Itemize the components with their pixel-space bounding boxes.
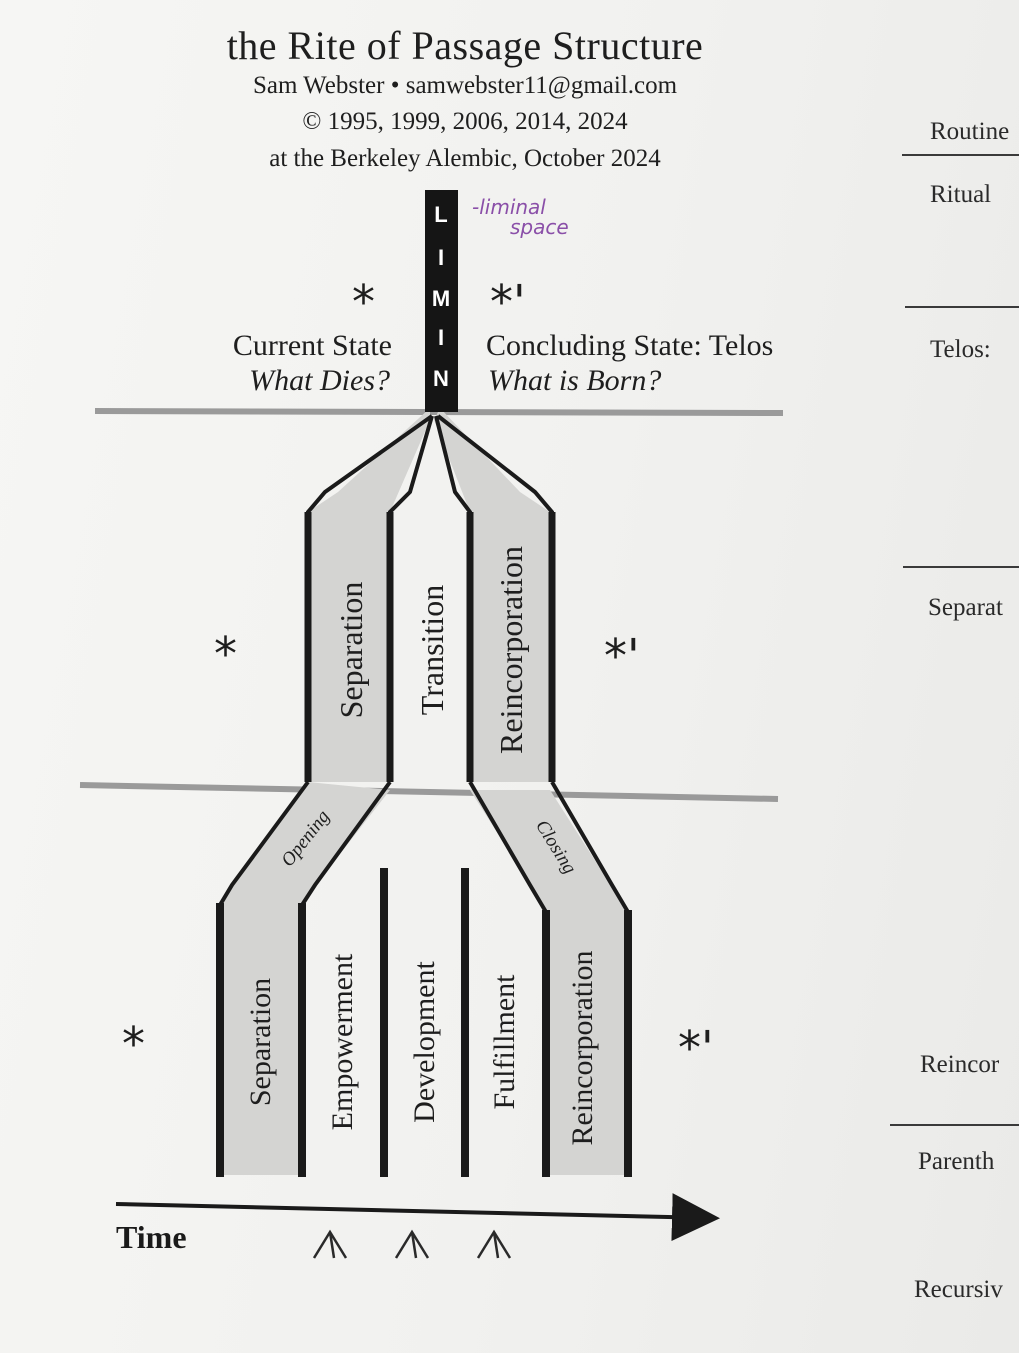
right-col-rule [905, 306, 1019, 308]
right-col-separation: Separat [928, 594, 1003, 621]
right-col-routine: Routine [930, 118, 1010, 145]
up-arrow-marks [312, 1229, 512, 1259]
bottom-phase-development: Development [408, 961, 441, 1123]
lower-diag-2 [300, 780, 392, 907]
star-mark: * [352, 275, 375, 329]
star-mark: * [214, 627, 237, 681]
lower-divider-line [79, 782, 779, 802]
current-state-question: What Dies? [249, 364, 390, 397]
concluding-state-title: Concluding State: Telos [486, 329, 773, 362]
right-col-telos: Telos: [930, 336, 991, 363]
handwritten-note-line1: -liminal [472, 195, 546, 219]
time-label: Time [116, 1219, 187, 1255]
bottom-phase-fulfillment: Fulfillment [488, 974, 521, 1110]
lower-diag-4 [550, 780, 630, 914]
middle-phase-reincorporation: Reincorporation [493, 546, 529, 754]
up-arrow-mark [394, 1229, 430, 1259]
diagram-title: the Rite of Passage Structure [226, 23, 704, 68]
middle-phase-separation: Separation [333, 582, 369, 719]
limin-letter: I [438, 325, 444, 350]
star-prime-mark: *' [678, 1021, 714, 1075]
concluding-state-question: What is Born? [488, 364, 661, 397]
star-mark: * [122, 1017, 145, 1071]
right-col-parenthesis: Parenth [918, 1148, 995, 1175]
author-line: Sam Webster • samwebster11@gmail.com [252, 72, 678, 99]
right-col-rule [890, 1124, 1019, 1126]
middle-phase-transition: Transition [414, 585, 450, 715]
up-arrow-mark [476, 1229, 512, 1259]
star-prime-mark: *' [490, 275, 526, 329]
venue-line: at the Berkeley Alembic, October 2024 [269, 145, 661, 172]
lower-diag-1 [218, 780, 310, 907]
upper-separation-band [308, 408, 430, 782]
bottom-phase-reincorporation: Reincorporation [566, 951, 599, 1146]
handwritten-note-line2: space [510, 215, 569, 239]
copyright-line: © 1995, 1999, 2006, 2014, 2024 [302, 108, 628, 135]
up-arrow-mark [312, 1229, 348, 1259]
upper-reincorporation-band [434, 408, 550, 782]
right-col-recursive: Recursiv [914, 1276, 1003, 1303]
limin-letter: L [434, 202, 447, 227]
current-state-title: Current State [233, 329, 392, 362]
lower-diag-3 [468, 780, 548, 914]
right-col-rule [903, 566, 1019, 568]
right-col-rule [902, 154, 1019, 156]
bottom-phase-separation: Separation [244, 978, 277, 1106]
limin-letter: N [433, 366, 449, 391]
bottom-phase-empowerment: Empowerment [326, 953, 359, 1130]
right-col-ritual: Ritual [930, 181, 992, 208]
limin-letter: M [432, 286, 450, 311]
right-col-reincorporation: Reincor [920, 1051, 1000, 1078]
time-arrow [115, 1193, 720, 1242]
limin-column [425, 190, 458, 412]
limin-letter: I [438, 245, 444, 270]
lower-separation-band [218, 782, 390, 1175]
star-prime-mark: *' [604, 629, 640, 683]
